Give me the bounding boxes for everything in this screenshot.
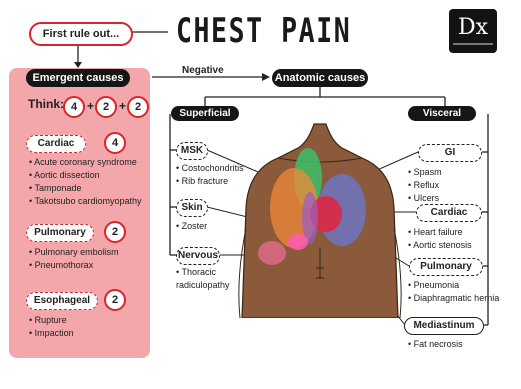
list-item: Fat necrosis [408, 338, 463, 351]
think-label: Think: [28, 97, 64, 111]
list-item: Reflux [408, 179, 442, 192]
visceral-gi-list: Spasm Reflux Ulcers [408, 166, 442, 205]
list-item: Rupture [29, 314, 74, 327]
emergent-pulmonary-label: Pulmonary [26, 224, 94, 242]
list-item: Zoster [176, 220, 207, 233]
list-item: Pneumonia [408, 279, 508, 292]
list-item: Aortic dissection [29, 169, 142, 182]
emergent-causes-title: Emergent causes [26, 69, 130, 87]
visceral-pulmonary-list: Pneumonia Diaphragmatic hernia [408, 279, 508, 305]
dx-logo: Dx [449, 9, 497, 53]
visceral-pulmonary-label: Pulmonary [409, 258, 483, 276]
visceral-mediastinum-label: Mediastinum [404, 317, 484, 335]
emergent-cardiac-count: 4 [104, 132, 126, 154]
visceral-cardiac-list: Heart failure Aortic stenosis [408, 226, 472, 252]
list-item: Thoracic radiculopathy [176, 266, 244, 292]
superficial-nervous-label: Nervous [176, 247, 220, 265]
emergent-pulmonary-list: Pulmonary embolism Pneumothorax [29, 246, 119, 272]
page-title: CHEST PAIN [176, 11, 351, 51]
plus-sign-1: + [87, 99, 94, 113]
list-item: Tamponade [29, 182, 142, 195]
think-number-3: 2 [127, 96, 149, 118]
list-item: Spasm [408, 166, 442, 179]
emergent-esophageal-count: 2 [104, 289, 126, 311]
superficial-skin-list: Zoster [176, 220, 207, 233]
first-rule-out-label: First rule out... [29, 22, 133, 46]
list-item: Pulmonary embolism [29, 246, 119, 259]
logo-underline [453, 43, 493, 45]
list-item: Pneumothorax [29, 259, 119, 272]
list-item: Diaphragmatic hernia [408, 292, 508, 305]
superficial-nervous-list: Thoracic radiculopathy [176, 266, 244, 292]
torso-illustration [222, 118, 418, 318]
negative-label: Negative [182, 65, 224, 76]
list-item: Takotsubo cardiomyopathy [29, 195, 142, 208]
superficial-msk-list: Costochondritis Rib fracture [176, 162, 244, 188]
list-item: Acute coronary syndrome [29, 156, 142, 169]
plus-sign-2: + [119, 99, 126, 113]
emergent-cardiac-list: Acute coronary syndrome Aortic dissectio… [29, 156, 142, 208]
emergent-cardiac-label: Cardiac [26, 135, 86, 153]
superficial-msk-label: MSK [176, 142, 208, 160]
visceral-gi-label: GI [418, 144, 482, 162]
emergent-esophageal-label: Esophageal [26, 292, 98, 310]
list-item: Heart failure [408, 226, 472, 239]
emergent-pulmonary-count: 2 [104, 221, 126, 243]
list-item: Aortic stenosis [408, 239, 472, 252]
list-item: Impaction [29, 327, 74, 340]
visceral-cardiac-label: Cardiac [416, 204, 482, 222]
visceral-mediastinum-list: Fat necrosis [408, 338, 463, 351]
list-item: Costochondritis [176, 162, 244, 175]
anatomic-causes-title: Anatomic causes [272, 69, 368, 87]
list-item: Rib fracture [176, 175, 244, 188]
visceral-title: Visceral [408, 106, 476, 121]
superficial-skin-label: Skin [176, 199, 208, 217]
think-number-1: 4 [63, 96, 85, 118]
think-number-2: 2 [95, 96, 117, 118]
emergent-esophageal-list: Rupture Impaction [29, 314, 74, 340]
